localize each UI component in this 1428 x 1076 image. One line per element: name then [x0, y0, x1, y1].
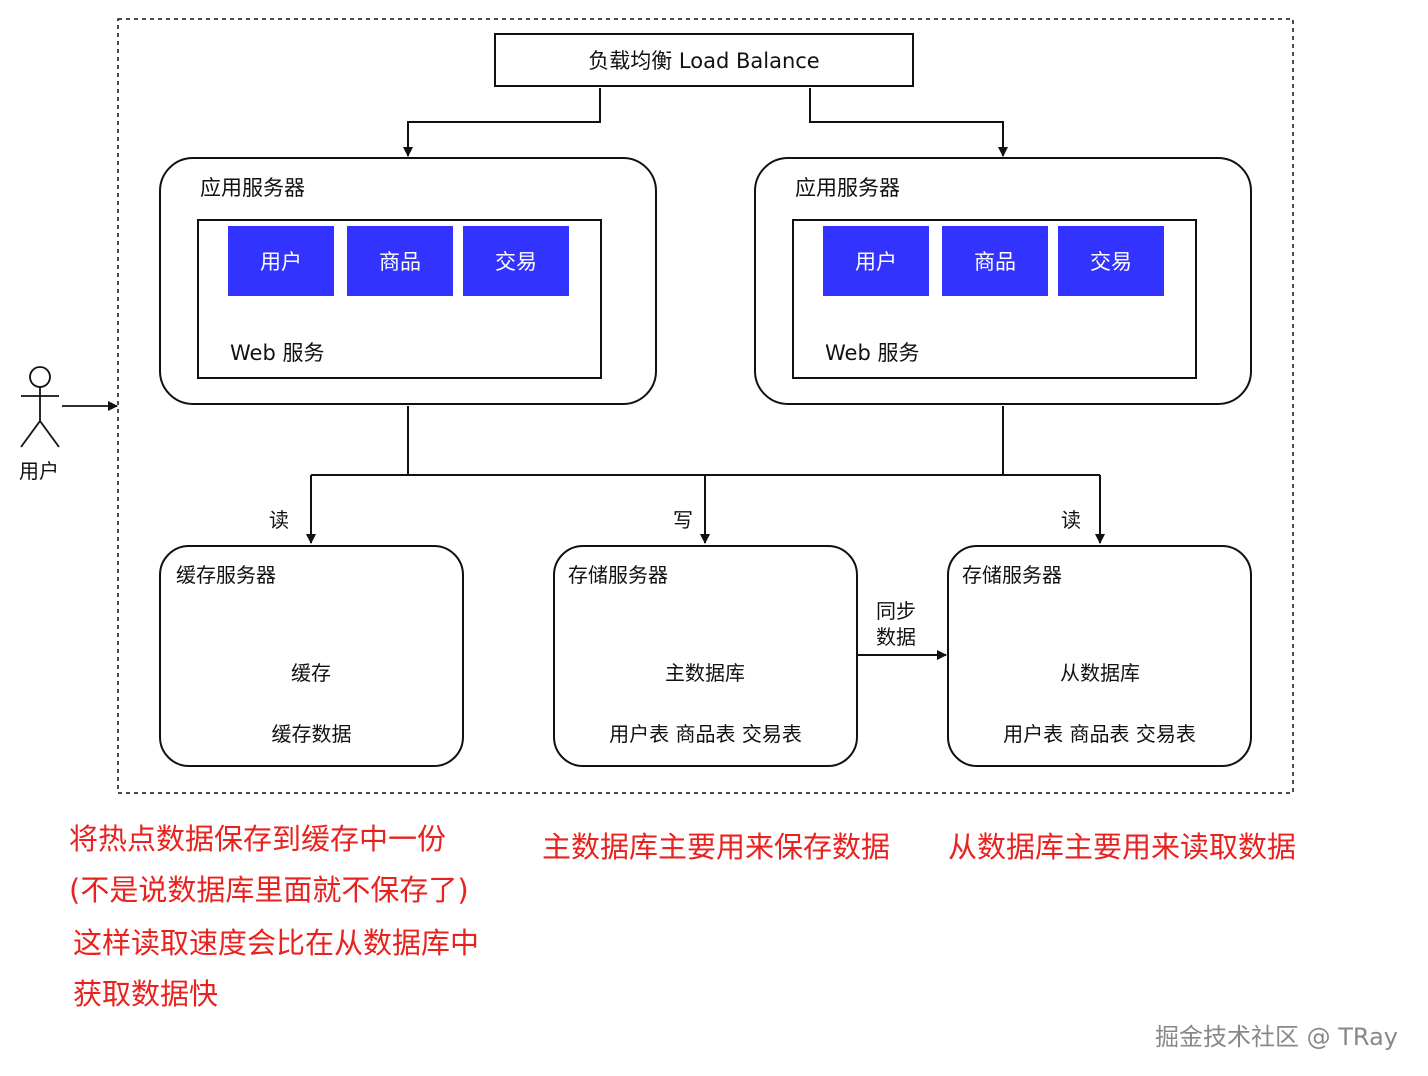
master-storage-server	[553, 545, 858, 767]
master-tables-label: 用户表 商品表 交易表	[609, 722, 802, 746]
system-boundary	[117, 18, 1294, 794]
module-trade-right: 交易	[1058, 226, 1164, 296]
cache-note-line1: 将热点数据保存到缓存中一份	[69, 822, 447, 856]
master-note: 主数据库主要用来保存数据	[542, 830, 891, 864]
user-label: 用户	[19, 459, 59, 483]
cache-note-line3: 这样读取速度会比在从数据库中	[73, 926, 480, 960]
module-trade-left: 交易	[463, 226, 569, 296]
read-right-label: 读	[1061, 508, 1081, 532]
slave-note: 从数据库主要用来读取数据	[948, 830, 1297, 864]
web-service-left-label: Web 服务	[230, 341, 325, 365]
sync-label-line1: 同步	[876, 599, 916, 623]
cache-server-sub-label: 缓存数据	[271, 722, 352, 746]
master-storage-server-title: 存储服务器	[568, 563, 668, 587]
web-service-right-label: Web 服务	[825, 341, 920, 365]
module-user-right: 用户	[823, 226, 929, 296]
slave-storage-server-title: 存储服务器	[962, 563, 1062, 587]
slave-storage-server	[947, 545, 1252, 767]
cache-note-line2: (不是说数据库里面就不保存了)	[69, 873, 469, 907]
lb-to-app-right-arrow	[809, 88, 1008, 157]
slave-tables-label: 用户表 商品表 交易表	[1003, 722, 1196, 746]
write-label: 写	[673, 508, 693, 532]
cache-db-label: 缓存	[291, 661, 331, 685]
app-server-left-title: 应用服务器	[200, 176, 305, 200]
sync-label-line2: 数据	[876, 625, 916, 649]
slave-db-label: 从数据库	[1060, 661, 1140, 685]
user-actor-icon	[20, 366, 60, 448]
module-user-left: 用户	[228, 226, 334, 296]
read-left-label: 读	[269, 508, 289, 532]
app-server-right-title: 应用服务器	[795, 176, 900, 200]
cache-note-line4: 获取数据快	[73, 977, 219, 1011]
load-balancer-label: 负载均衡 Load Balance	[588, 49, 820, 73]
lb-to-app-left-arrow	[403, 88, 601, 157]
module-product-left: 商品	[347, 226, 453, 296]
watermark: 掘金技术社区 @ TRay	[1155, 1023, 1398, 1051]
load-balancer-box: 负载均衡 Load Balance	[494, 33, 914, 87]
module-product-right: 商品	[942, 226, 1048, 296]
cache-server-title: 缓存服务器	[176, 563, 276, 587]
cache-server	[159, 545, 464, 767]
master-db-label: 主数据库	[665, 661, 745, 685]
